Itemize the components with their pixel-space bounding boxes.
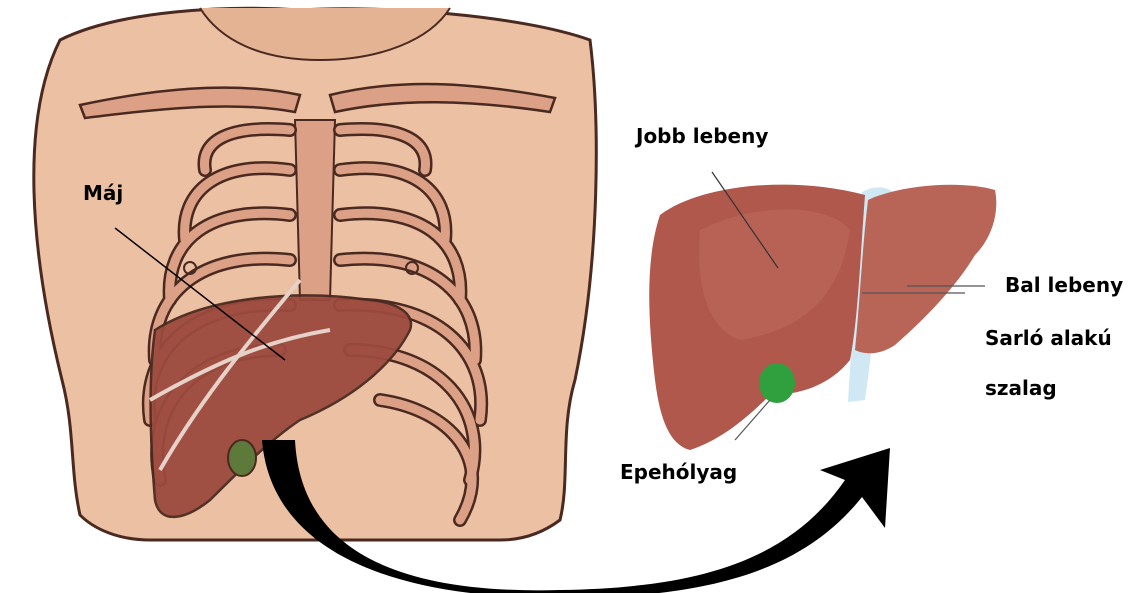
label-left-lobe: Bal lebeny [1005, 275, 1123, 295]
label-right-lobe: Jobb lebeny [636, 126, 768, 146]
liver-gallbladder [759, 363, 795, 403]
label-gallbladder: Epehólyag [620, 462, 737, 482]
liver-illustration [649, 172, 996, 450]
liver-left-lobe [855, 185, 996, 353]
label-ligament-line1: Sarló alakú [985, 328, 1112, 348]
torso-illustration [34, 8, 596, 540]
torso-gallbladder [228, 440, 256, 476]
sternum [295, 120, 335, 300]
label-liver: Máj [83, 183, 123, 203]
label-ligament-line2: szalag [985, 378, 1057, 398]
